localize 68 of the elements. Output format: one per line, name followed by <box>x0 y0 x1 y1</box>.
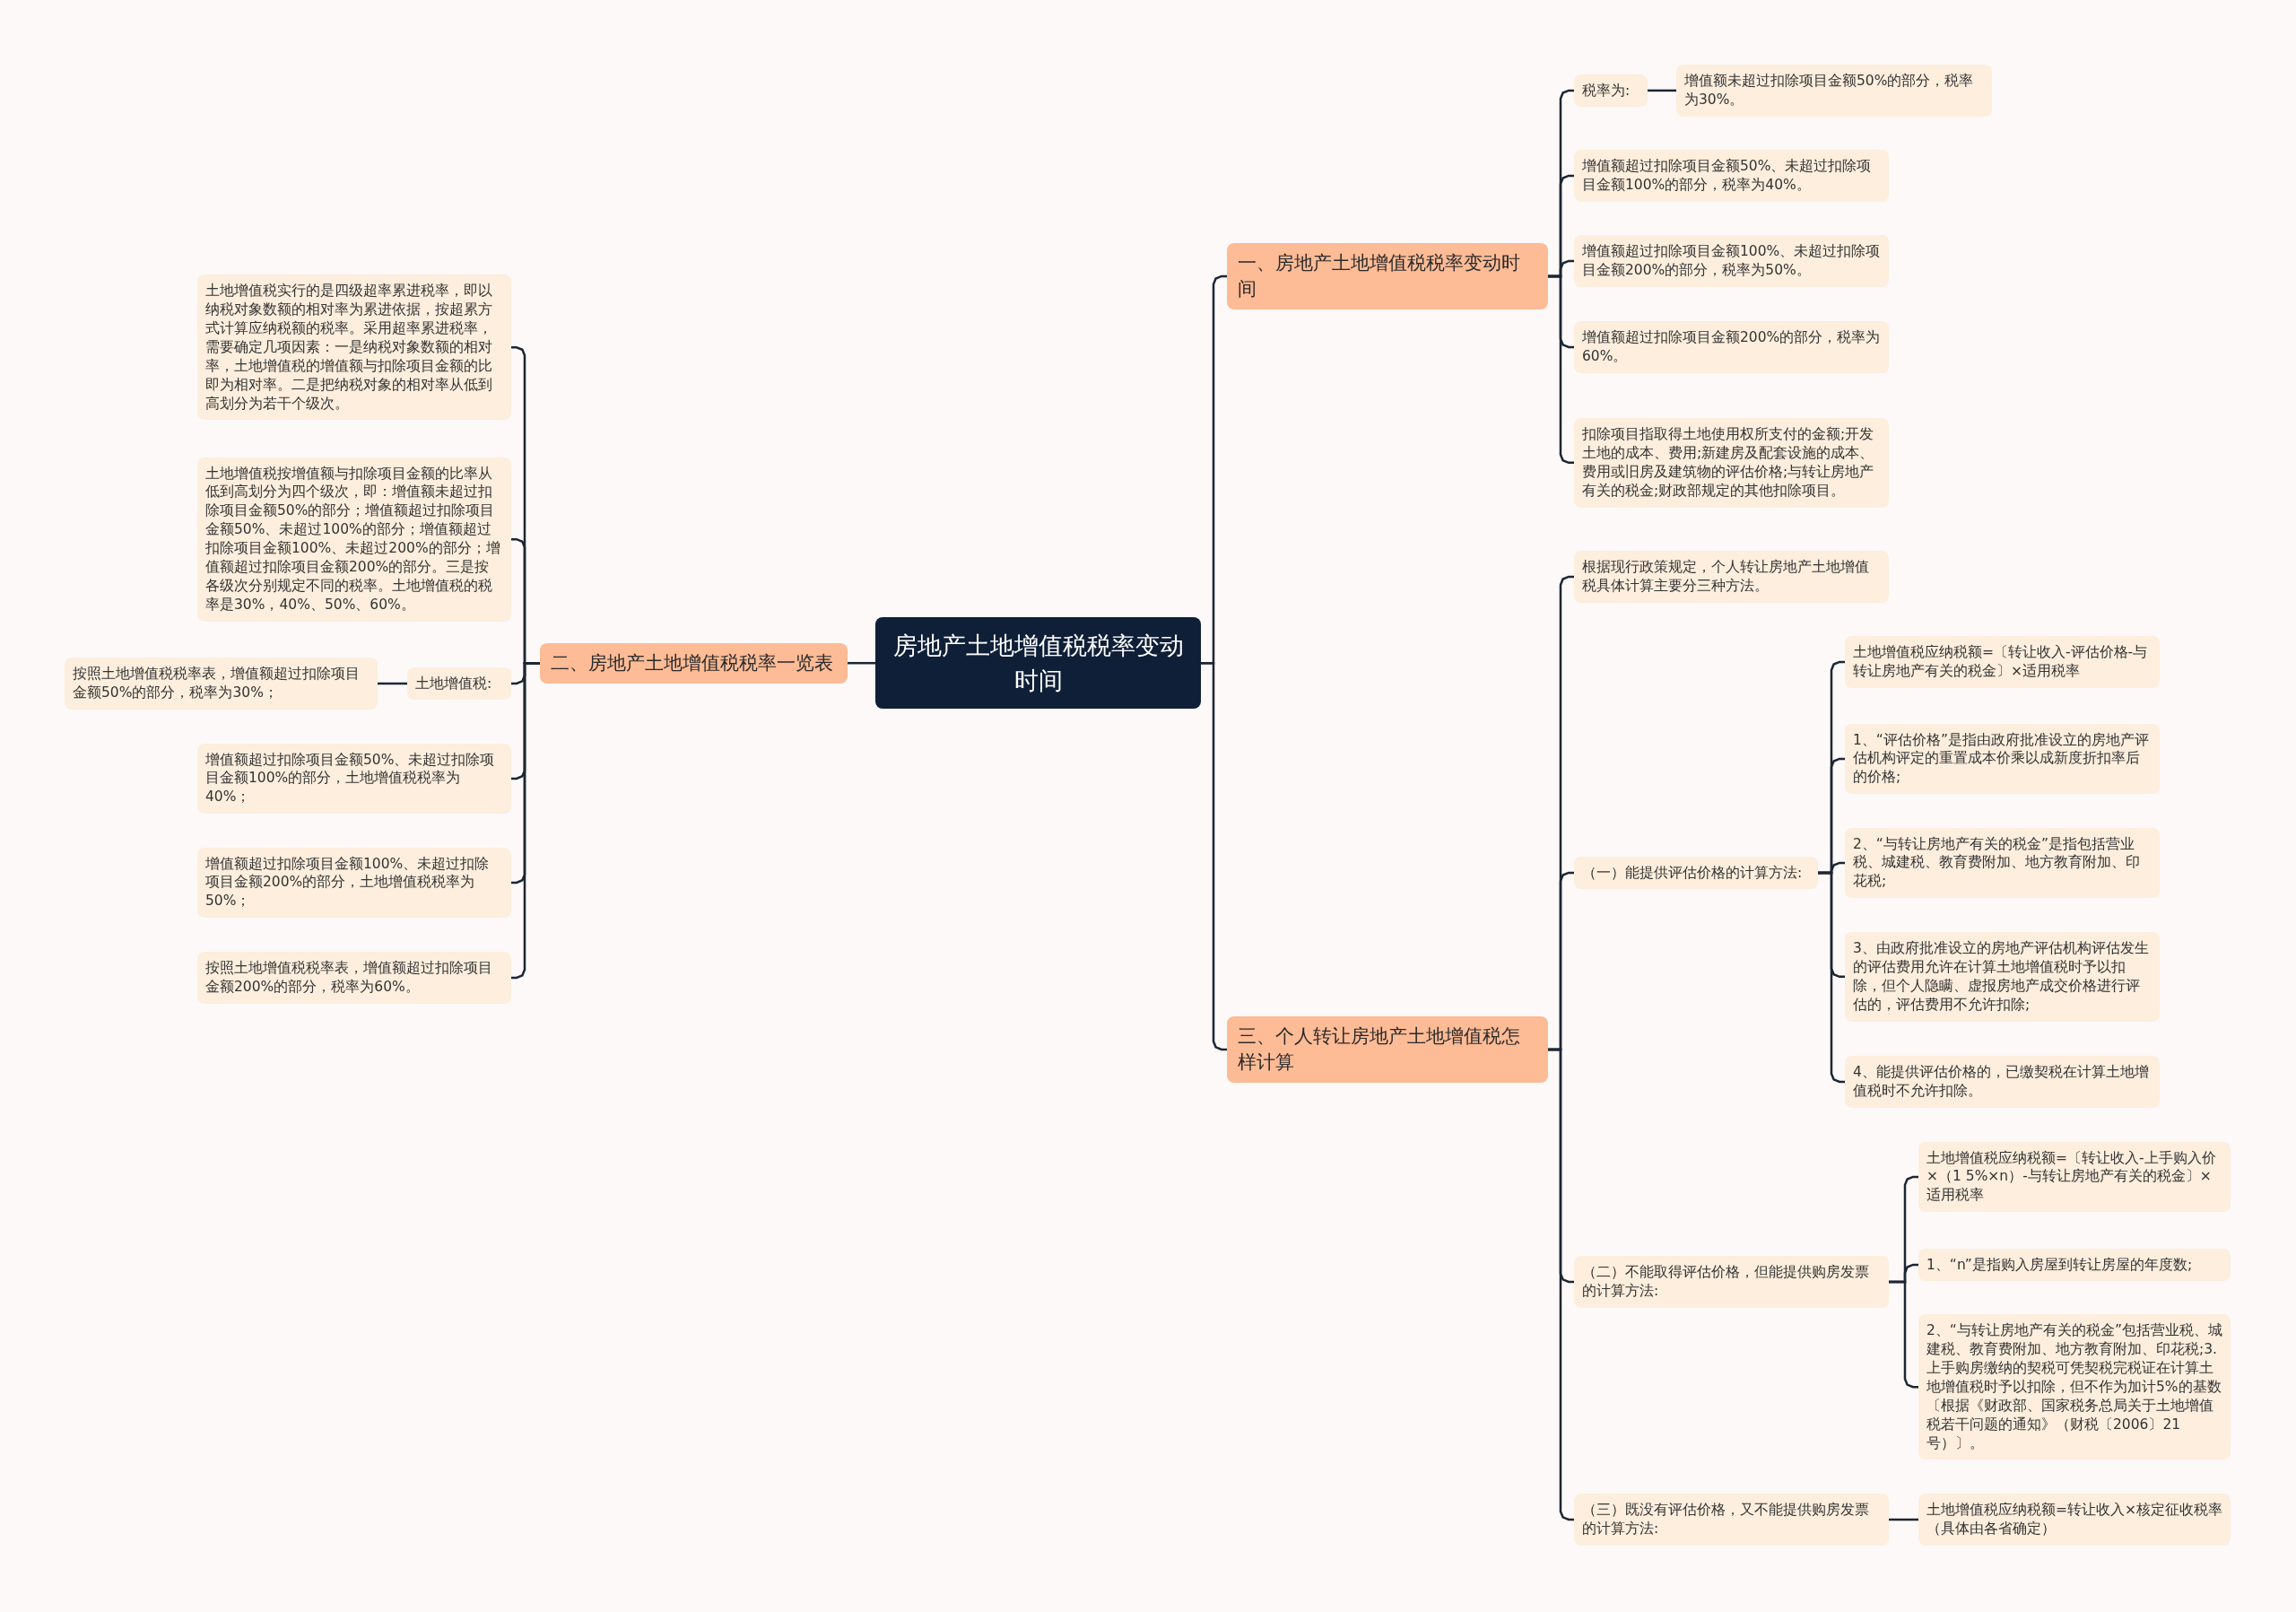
subtopic-box <box>1676 65 1992 117</box>
node-text: 土地增值税按增值额与扣除项目金额的比率从低到高划分为四个级次，即：增值额未超过扣除项目金额50%的部分；增值额超过扣除项目金额50%、未超过100%的部分；增值额超过扣除项目金额100%、未超过200%的部分；增值额超过扣除项目金额200%的部分。三是按各级次分别规定不同的税率。土地增值税的税率是30%，40%、50%、60%。 <box>205 464 501 614</box>
node-text: 房地产土地增值税税率变动时间 <box>891 631 1185 697</box>
node-text: 土地增值税应纳税额=〔转让收入-评估价格-与转让房地产有关的税金〕×适用税率 <box>1853 643 2149 681</box>
subtopic-box <box>1574 235 1889 287</box>
node-text: 增值额未超过扣除项目金额50%的部分，税率为30%。 <box>1684 72 1975 109</box>
node-text: 增值额超过扣除项目金额50%、未超过扣除项目金额100%的部分，土地增值税税率为40%； <box>205 750 496 807</box>
connector-line <box>1548 274 1574 465</box>
node-text: 土地增值税应纳税额=转让收入×核定征收税率（具体由各省确定） <box>1926 1501 2222 1538</box>
connector-line <box>1889 1518 1918 1521</box>
node-text: 3、由政府批准设立的房地产评估机构评估发生的评估费用允许在计算土地增值税时予以扣除，但个人隐瞒、虚报房地产成交价格进行评估的，评估费用不允许扣除; <box>1853 939 2150 1015</box>
connector-line <box>1201 661 1227 1051</box>
node-text: 一、房地产土地增值税税率变动时间 <box>1238 250 1521 301</box>
node-text: 扣除项目指取得土地使用权所支付的金额;开发土地的成本、费用;新建房及配套设施的成本、费用或旧房及建筑物的评估价格;与转让房地产有关的税金;财政部规定的其他扣除项目。 <box>1582 425 1875 501</box>
subtopic-box <box>1574 321 1889 373</box>
node-text: 土地增值税应纳税额=〔转让收入-上手购入价×（1 5%×n）-与转让房地产有关的税金〕×适用税率 <box>1926 1148 2217 1206</box>
subtopic-box <box>1845 932 2160 1022</box>
connector-line <box>511 661 540 980</box>
node-text: 2、“与转让房地产有关的税金”包括营业税、城建税、教育费附加、地方教育附加、印花税;3.上手购房缴纳的契税可凭契税完税证在计算土地增值税时予以扣除，但不作为加计5%的基数〔根据《财政部、国家税务总局关于土地增值税若干问题的通知》（财税〔2006〕21号）〕。 <box>1926 1321 2222 1453</box>
subtopic-box <box>197 274 511 421</box>
node-text: 按照土地增值税税率表，增值额超过扣除项目金额200%的部分，税率为60%。 <box>205 959 493 997</box>
topic-box <box>1227 1015 1548 1084</box>
connector-line <box>1648 89 1676 92</box>
subtopic-box <box>1574 1256 1889 1308</box>
node-text: 增值额超过扣除项目金额100%、未超过扣除项目金额200%的部分，税率为50%。 <box>1582 242 1881 280</box>
node-text: 1、“评估价格”是指由政府批准设立的房地产评估机构评定的重置成本价乘以成新度折扣率后的价格; <box>1853 730 2150 788</box>
subtopic-box <box>1574 74 1648 108</box>
subtopic-box <box>1574 150 1889 202</box>
node-text: 土地增值税实行的是四级超率累进税率，即以纳税对象数额的相对率为累进依据，按超累方式计算应纳税额的税率。采用超率累进税率，需要确定几项因素：一是纳税对象数额的相对率，土地增值税的增值额与扣除项目金额的比即为相对率。二是把纳税对象的相对率从低到高划分为若干个级次。 <box>205 282 493 414</box>
node-text: 增值额超过扣除项目金额50%、未超过扣除项目金额100%的部分，税率为40%。 <box>1582 157 1873 195</box>
connector-line <box>378 682 407 685</box>
connector-line <box>1818 871 1845 1084</box>
node-text: 增值额超过扣除项目金额100%、未超过扣除项目金额200%的部分，土地增值税税率为50%； <box>205 854 491 911</box>
central-topic-box <box>875 617 1201 710</box>
subtopic-box <box>1574 1494 1889 1546</box>
subtopic-box <box>1845 827 2160 899</box>
subtopic-box <box>1918 1494 2231 1546</box>
node-text: 按照土地增值税税率表，增值额超过扣除项目金额50%的部分，税率为30%； <box>73 665 361 702</box>
node-text: 增值额超过扣除项目金额200%的部分，税率为60%。 <box>1582 328 1881 366</box>
node-text: 二、房地产土地增值税税率一览表 <box>551 650 834 675</box>
subtopic-box <box>1845 636 2160 688</box>
subtopic-box <box>65 658 378 710</box>
node-text: 土地增值税: <box>415 674 493 693</box>
node-text: 4、能提供评估价格的，已缴契税在计算土地增值税时不允许扣除。 <box>1853 1063 2150 1101</box>
node-text: （一）能提供评估价格的计算方法: <box>1582 863 1804 883</box>
subtopic-box <box>1574 418 1889 508</box>
connector-line <box>848 661 875 665</box>
node-text: 2、“与转让房地产有关的税金”是指包括营业税、城建税、教育费附加、地方教育附加、印花税; <box>1853 834 2141 892</box>
topic-box <box>1227 242 1548 310</box>
subtopic-box <box>1845 723 2160 795</box>
subtopic-box <box>1845 1056 2160 1108</box>
subtopic-box <box>197 847 511 919</box>
node-text: 税率为: <box>1582 81 1631 100</box>
subtopic-box <box>407 667 511 701</box>
connector-line <box>1889 1280 1918 1389</box>
subtopic-box <box>1574 551 1889 603</box>
node-text: （二）不能取得评估价格，但能提供购房发票的计算方法: <box>1582 1263 1870 1301</box>
node-text: 根据现行政策规定，个人转让房地产土地增值税具体计算主要分三种方法。 <box>1582 558 1870 596</box>
subtopic-box <box>1574 856 1818 890</box>
connector-line <box>1548 1048 1574 1521</box>
node-text: 1、“n”是指购入房屋到转让房屋的年度数; <box>1926 1255 2194 1275</box>
node-text: （三）既没有评估价格，又不能提供购房发票的计算方法: <box>1582 1501 1870 1538</box>
subtopic-box <box>1918 1141 2231 1213</box>
subtopic-box <box>197 743 511 815</box>
topic-box <box>540 642 848 684</box>
subtopic-box <box>197 952 511 1004</box>
node-text: 三、个人转让房地产土地增值税怎样计算 <box>1238 1024 1521 1075</box>
subtopic-box <box>1918 1248 2231 1282</box>
